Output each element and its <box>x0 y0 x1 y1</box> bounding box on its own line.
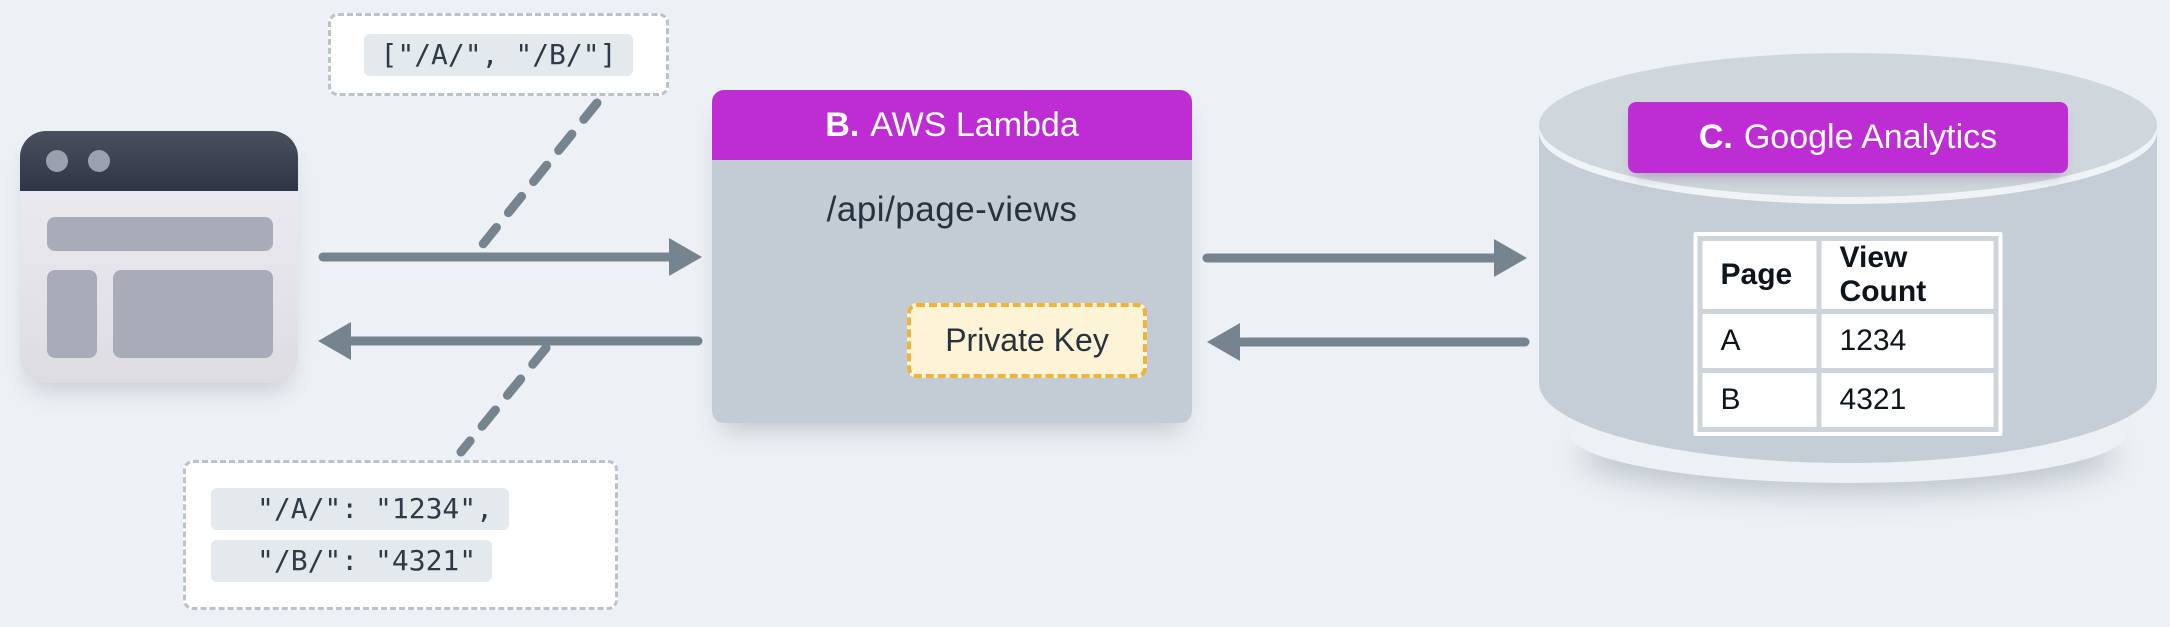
browser-content-bar <box>47 217 273 251</box>
lambda-node: B. AWS Lambda /api/page-views Private Ke… <box>712 90 1192 423</box>
lambda-label: AWS Lambda <box>870 105 1079 144</box>
response-callout-line <box>456 343 551 457</box>
arrowhead-lambda-to-browser <box>318 322 351 360</box>
lambda-endpoint: /api/page-views <box>826 190 1078 229</box>
request-callout-line <box>470 98 602 259</box>
lambda-label-prefix: B. <box>825 105 860 144</box>
browser-window-icon <box>20 131 298 383</box>
browser-content-sidebar <box>47 270 97 358</box>
request-code: ["/A/", "/B/"] <box>364 33 633 76</box>
browser-content-main <box>113 270 273 358</box>
response-code-line: "/A/": "1234", <box>211 488 510 530</box>
arrowhead-browser-to-lambda <box>669 238 702 276</box>
request-annotation-box: ["/A/", "/B/"] <box>328 13 669 96</box>
table-header-page: Page <box>1702 241 1817 309</box>
analytics-header: C. Google Analytics <box>1628 102 2068 173</box>
window-dot-icon <box>88 150 110 172</box>
browser-content <box>20 191 298 383</box>
table-row: A 1234 <box>1702 314 1994 368</box>
analytics-label-prefix: C. <box>1698 118 1733 156</box>
window-dot-icon <box>46 150 68 172</box>
table-cell-page: B <box>1702 373 1817 427</box>
response-annotation-box: "/A/": "1234", "/B/": "4321" <box>183 460 618 610</box>
arrowhead-analytics-to-lambda <box>1207 323 1240 361</box>
table-header-row: Page View Count <box>1702 241 1994 309</box>
private-key-box: Private Key <box>907 303 1147 378</box>
analytics-table: Page View Count A 1234 B 4321 <box>1693 232 2003 436</box>
lambda-body: /api/page-views Private Key <box>712 160 1192 423</box>
table-cell-views: 1234 <box>1821 314 1994 368</box>
arrowhead-lambda-to-analytics <box>1494 239 1527 277</box>
table-header-view-count: View Count <box>1821 241 1994 309</box>
table-cell-views: 4321 <box>1821 373 1994 427</box>
table-cell-page: A <box>1702 314 1817 368</box>
table-row: B 4321 <box>1702 373 1994 427</box>
analytics-label: Google Analytics <box>1743 118 1998 156</box>
browser-titlebar <box>20 131 298 191</box>
lambda-header: B. AWS Lambda <box>712 90 1192 160</box>
analytics-node: C. Google Analytics Page View Count A 12… <box>1539 53 2157 463</box>
response-code-line: "/B/": "4321" <box>211 540 493 582</box>
